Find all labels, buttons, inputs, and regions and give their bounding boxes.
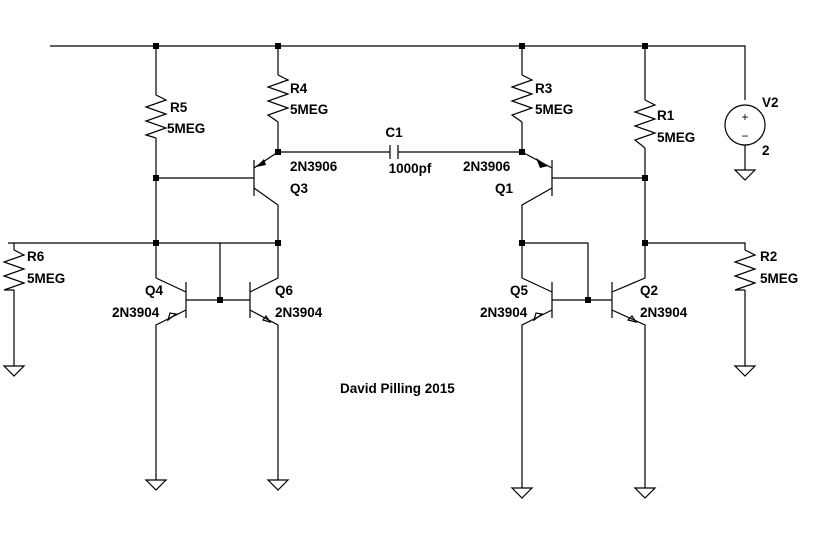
ground-symbols — [3, 169, 756, 499]
q6-ref: Q6 — [275, 283, 294, 298]
q3-part: 2N3906 — [290, 159, 338, 174]
q1-part: 2N3906 — [463, 159, 511, 174]
transistor-q6 — [249, 243, 279, 480]
r4-ref: R4 — [290, 81, 308, 96]
q5-ref: Q5 — [510, 283, 529, 298]
wire — [521, 243, 588, 301]
capacitor-c1 — [389, 145, 399, 159]
wire — [8, 46, 278, 244]
q4-ref: Q4 — [145, 283, 164, 298]
resistor-r2 — [733, 249, 757, 291]
transistor-q1 — [521, 151, 553, 243]
wire — [155, 243, 250, 301]
q2-ref: Q2 — [640, 283, 658, 298]
r3-ref: R3 — [535, 81, 553, 96]
r2-value: 5MEG — [760, 271, 798, 286]
junction-dots — [153, 43, 648, 303]
r1-ref: R1 — [657, 108, 675, 123]
q3-ref: Q3 — [290, 181, 309, 196]
resistor-r3 — [510, 74, 534, 123]
v2-value: 2 — [762, 143, 770, 158]
r5-ref: R5 — [170, 100, 188, 115]
transistor-q3 — [156, 151, 279, 243]
q5-part: 2N3904 — [480, 305, 528, 320]
transistor-q5 — [521, 277, 553, 488]
r5-value: 5MEG — [167, 121, 205, 136]
v2-plus: + — [741, 110, 748, 124]
voltage-source-v2: + − — [724, 104, 766, 170]
q2-part: 2N3904 — [640, 305, 688, 320]
resistor-r5 — [144, 94, 168, 139]
transistor-q4 — [155, 277, 187, 480]
r6-value: 5MEG — [27, 271, 65, 286]
credit-text: David Pilling 2015 — [340, 381, 455, 396]
resistor-r4 — [266, 74, 290, 123]
r2-ref: R2 — [760, 249, 777, 264]
r6-ref: R6 — [27, 249, 45, 264]
c1-ref: C1 — [385, 125, 403, 140]
r4-value: 5MEG — [290, 102, 328, 117]
resistor-r6 — [2, 249, 26, 291]
q1-ref: Q1 — [495, 181, 514, 196]
v2-minus: − — [741, 129, 748, 143]
c1-value: 1000pf — [389, 161, 432, 176]
wire — [277, 46, 522, 153]
transistor-q2 — [611, 243, 646, 488]
q6-part: 2N3904 — [275, 305, 323, 320]
q4-part: 2N3904 — [112, 305, 160, 320]
supply-rail — [50, 45, 746, 100]
r1-value: 5MEG — [657, 130, 695, 145]
resistor-r1 — [633, 99, 657, 149]
r3-value: 5MEG — [535, 102, 573, 117]
v2-ref: V2 — [762, 95, 779, 110]
